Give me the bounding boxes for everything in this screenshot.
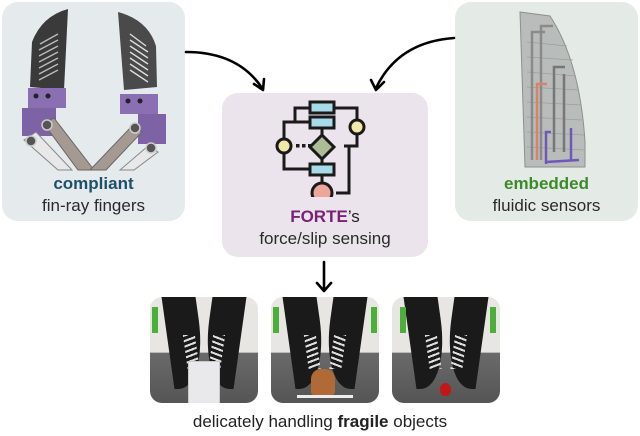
- fin-ray-fingers-image: [22, 9, 166, 171]
- arrowhead-right-icon: [369, 78, 386, 92]
- forte-brand: FORTE: [290, 207, 348, 226]
- forte-title: FORTE’s: [222, 207, 428, 227]
- flowchart-icon: [275, 100, 366, 197]
- caption-suffix: objects: [388, 412, 448, 431]
- fluidic-sensors-label: fluidic sensors: [492, 196, 601, 215]
- forte-possessive: ’s: [347, 207, 360, 226]
- arrow-left-to-center: [184, 50, 264, 90]
- raspberry-object: [440, 383, 451, 396]
- force-slip-sensing-label: force/slip sensing: [259, 229, 391, 248]
- compliant-label: compliant: [53, 174, 134, 193]
- photo-raspberry: [392, 297, 500, 403]
- caption-prefix: delicately handling: [192, 412, 338, 431]
- compliant-fingers-panel: compliant fin-ray fingers: [2, 2, 185, 221]
- muffin-object: [311, 369, 335, 395]
- bottom-caption: delicately handling fragile objects: [0, 412, 640, 432]
- embedded-label: embedded: [503, 174, 590, 193]
- caption-fragile: fragile: [337, 412, 389, 431]
- arrow-right-to-center: [374, 36, 456, 90]
- forte-sensing-panel: FORTE’s force/slip sensing: [222, 93, 428, 257]
- paper-box-object: [188, 361, 220, 403]
- arrowhead-down-icon: [315, 281, 333, 293]
- fin-ray-fingers-label: fin-ray fingers: [42, 196, 145, 215]
- fluidic-sensor-finger-image: [519, 11, 586, 168]
- photo-paper-box: [150, 297, 258, 403]
- arrowhead-left-icon: [252, 77, 266, 92]
- embedded-sensors-panel: embedded fluidic sensors: [455, 2, 638, 221]
- photo-muffin: [271, 297, 379, 403]
